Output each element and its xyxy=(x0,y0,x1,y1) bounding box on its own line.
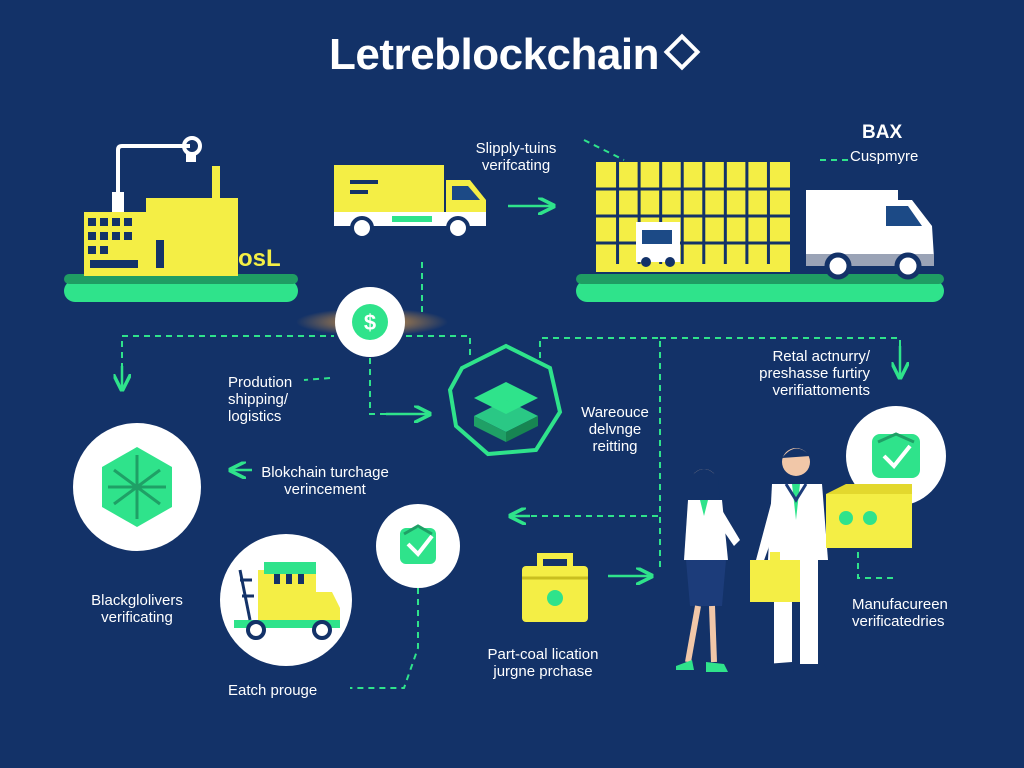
label-part-coal: Part-coal lication jurgne prchase xyxy=(474,646,612,680)
warehouse-icon xyxy=(596,162,790,272)
label-line: Retal actnurry/ xyxy=(772,348,870,365)
truck-icon xyxy=(334,165,486,240)
title-text: Letreblockchain xyxy=(329,30,659,79)
label-line: logistics xyxy=(228,408,282,425)
label-cuspmyre: Cuspmyre xyxy=(850,148,919,165)
label-line: Prodution xyxy=(228,374,293,391)
small-van-icon xyxy=(636,222,680,267)
label-line: delvnge xyxy=(588,421,642,438)
svg-text:$: $ xyxy=(364,310,376,335)
label-line: jurgne prchase xyxy=(493,663,593,680)
label-line: verifcating xyxy=(481,157,551,174)
check-box-icon xyxy=(376,504,460,588)
label-blockchain-purchase: Blokchain turchage verincement xyxy=(256,464,394,498)
label-line: Wareouce xyxy=(581,404,649,421)
verified-icon xyxy=(846,406,946,506)
label-eatch: Eatch prouge xyxy=(228,682,318,699)
page-title: Letreblockchain xyxy=(0,30,1024,80)
label-warehouse: Wareouce delvnge reitting xyxy=(574,404,656,455)
factory-platform xyxy=(64,274,298,302)
hexagon-cube-icon xyxy=(73,423,201,551)
label-line: reitting xyxy=(592,438,638,455)
delivery-truck-icon xyxy=(220,534,352,666)
label-supply-chain: Slipply-tuins verifcating xyxy=(460,140,572,174)
label-blackglolivers: Blackglolivers verificating xyxy=(74,592,200,626)
label-line: verificating xyxy=(101,609,173,626)
label-line: Slipply-tuins xyxy=(475,140,557,157)
label-manufacturen: Manufacureen verificatedries xyxy=(852,596,948,630)
toolbox-icon xyxy=(522,553,588,622)
dollar-coin-icon: $ xyxy=(296,287,448,357)
label-line: preshasse furtiry xyxy=(759,365,870,382)
label-osl: osL xyxy=(238,245,281,272)
warehouse-platform xyxy=(576,274,944,302)
label-bax: BAX xyxy=(862,122,903,143)
blockchain-stack-icon xyxy=(447,343,563,457)
box-icon xyxy=(750,484,912,602)
connector-lines xyxy=(121,139,901,689)
label-line: Blokchain turchage xyxy=(261,464,389,481)
label-line: Manufacureen xyxy=(852,596,948,613)
van-icon xyxy=(806,190,934,280)
label-line: Part-coal lication xyxy=(487,646,599,663)
label-line: verifiattoments xyxy=(772,382,870,399)
label-line: Blackglolivers xyxy=(91,592,183,609)
label-line: verincement xyxy=(284,481,366,498)
label-production: Prodution shipping/ logistics xyxy=(228,374,292,425)
arrows xyxy=(122,206,900,576)
label-retail: Retal actnurry/ preshasse furtiry verifi… xyxy=(732,348,870,399)
label-line: shipping/ xyxy=(228,391,289,408)
label-line: verificatedries xyxy=(852,613,945,630)
factory-icon xyxy=(84,136,238,276)
woman-icon xyxy=(676,469,740,672)
